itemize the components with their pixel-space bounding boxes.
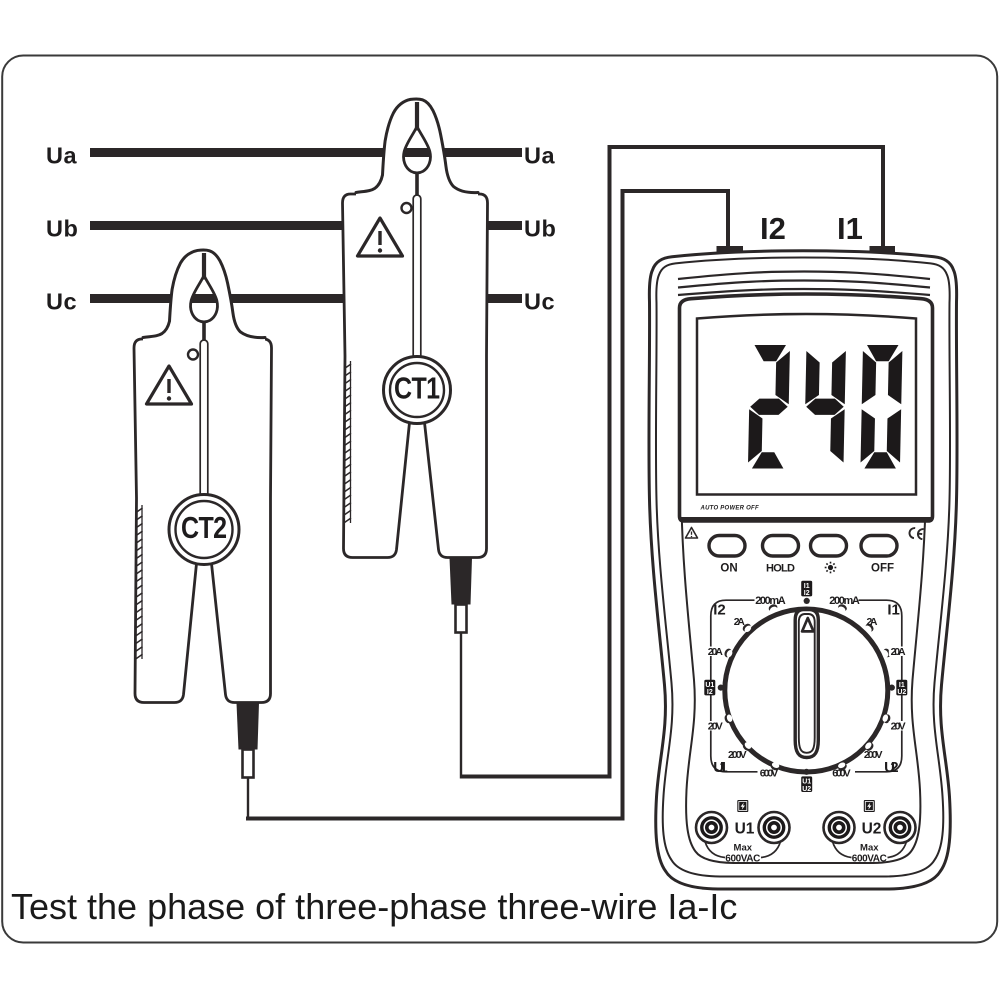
svg-text:Ua: Ua bbox=[46, 143, 77, 169]
svg-text:200mA: 200mA bbox=[755, 595, 786, 607]
svg-text:200V: 200V bbox=[864, 749, 883, 761]
svg-text:U2: U2 bbox=[884, 759, 899, 776]
svg-text:I2: I2 bbox=[707, 689, 713, 696]
svg-text:I1: I1 bbox=[804, 583, 810, 590]
svg-text:U2: U2 bbox=[802, 786, 811, 793]
svg-text:200V: 200V bbox=[728, 749, 747, 761]
svg-text:U2: U2 bbox=[897, 689, 906, 696]
svg-text:OFF: OFF bbox=[871, 563, 894, 575]
svg-text:U1: U1 bbox=[802, 778, 811, 785]
svg-text:20V: 20V bbox=[891, 721, 906, 733]
svg-text:600V: 600V bbox=[832, 768, 850, 780]
svg-text:Ub: Ub bbox=[46, 216, 78, 242]
svg-text:U1: U1 bbox=[735, 821, 755, 838]
svg-text:600VAC: 600VAC bbox=[725, 854, 760, 865]
svg-text:20A: 20A bbox=[891, 646, 906, 658]
svg-text:2A: 2A bbox=[867, 616, 878, 628]
svg-text:20V: 20V bbox=[708, 721, 723, 733]
svg-text:600V: 600V bbox=[760, 768, 778, 780]
svg-text:I1: I1 bbox=[899, 682, 905, 689]
svg-text:U1: U1 bbox=[705, 682, 714, 689]
svg-text:U2: U2 bbox=[862, 821, 882, 838]
svg-text:HOLD: HOLD bbox=[766, 563, 795, 575]
svg-text:Uc: Uc bbox=[524, 289, 555, 315]
svg-text:20A: 20A bbox=[708, 646, 723, 658]
svg-text:Max: Max bbox=[860, 843, 879, 854]
svg-text:Test the phase of three-phase: Test the phase of three-phase three-wire… bbox=[11, 886, 737, 927]
svg-text:600VAC: 600VAC bbox=[852, 854, 887, 865]
svg-text:U1: U1 bbox=[713, 759, 728, 776]
svg-text:CT1: CT1 bbox=[394, 371, 440, 405]
svg-text:Uc: Uc bbox=[46, 289, 77, 315]
svg-text:I2: I2 bbox=[760, 211, 786, 246]
svg-text:CT2: CT2 bbox=[181, 511, 227, 545]
svg-text:200mA: 200mA bbox=[829, 595, 860, 607]
svg-text:Ub: Ub bbox=[524, 216, 556, 242]
svg-text:I2: I2 bbox=[804, 590, 810, 597]
svg-text:I1: I1 bbox=[837, 211, 863, 246]
svg-text:ON: ON bbox=[720, 563, 737, 575]
svg-text:AUTO POWER OFF: AUTO POWER OFF bbox=[700, 506, 759, 512]
svg-text:I2: I2 bbox=[713, 602, 726, 619]
svg-text:I1: I1 bbox=[887, 602, 900, 619]
svg-text:Ua: Ua bbox=[524, 143, 555, 169]
svg-text:Max: Max bbox=[734, 843, 753, 854]
svg-text:2A: 2A bbox=[734, 616, 745, 628]
